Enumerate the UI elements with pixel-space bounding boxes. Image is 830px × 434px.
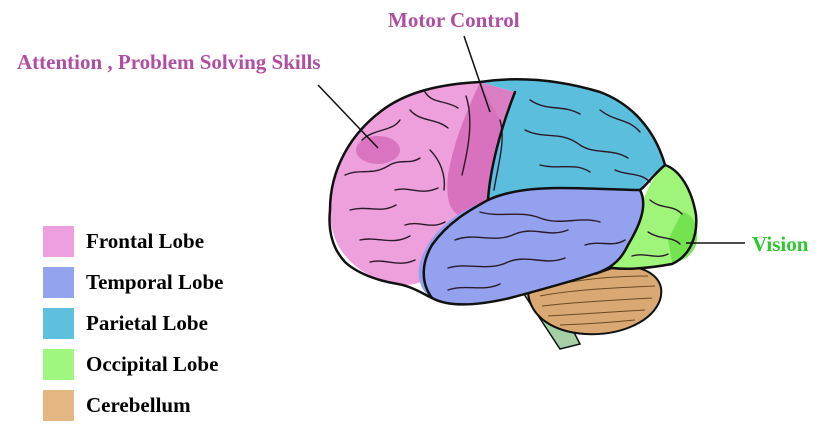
legend-swatch	[43, 226, 74, 257]
legend-label: Parietal Lobe	[86, 311, 208, 335]
vision-label: Vision	[752, 232, 809, 256]
legend-swatch	[43, 390, 74, 421]
motor-strip-region	[447, 82, 515, 215]
gyri-lines	[344, 91, 683, 291]
motor-control-label: Motor Control	[388, 8, 520, 32]
legend-swatch	[43, 349, 74, 380]
legend-swatch	[43, 308, 74, 339]
attention-area	[356, 136, 400, 164]
legend-item-cerebellum: Cerebellum	[43, 385, 223, 426]
legend-label: Temporal Lobe	[86, 270, 224, 294]
legend-label: Occipital Lobe	[86, 352, 219, 376]
legend-item-occipital: Occipital Lobe	[43, 344, 223, 385]
legend-item-temporal: Temporal Lobe	[43, 262, 223, 303]
legend-label: Cerebellum	[86, 393, 191, 417]
lobe-boundaries	[422, 90, 667, 300]
attention-label: Attention , Problem Solving Skills	[17, 50, 321, 74]
legend-item-frontal: Frontal Lobe	[43, 221, 223, 262]
legend-swatch	[43, 267, 74, 298]
brain-outline	[328, 78, 698, 306]
legend-item-parietal: Parietal Lobe	[43, 303, 223, 344]
legend: Frontal Lobe Temporal Lobe Parietal Lobe…	[43, 221, 223, 426]
legend-label: Frontal Lobe	[86, 229, 205, 253]
attention-leader-line	[317, 84, 379, 149]
motor-leader-line	[463, 35, 491, 113]
